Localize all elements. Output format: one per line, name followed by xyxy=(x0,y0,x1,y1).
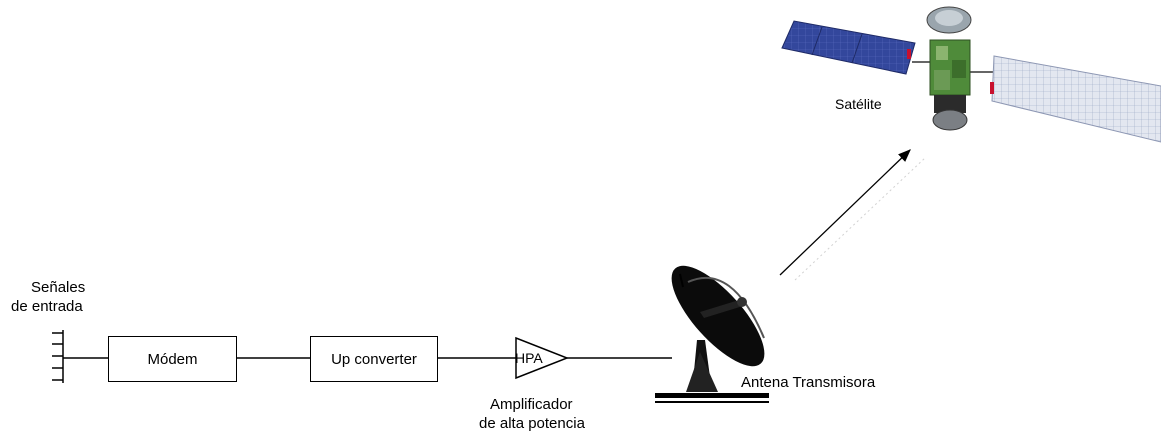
satellite-label: Satélite xyxy=(835,96,882,112)
satellite-icon xyxy=(781,6,1161,143)
hpa-triangle xyxy=(515,336,570,380)
upconverter-label: Up converter xyxy=(331,350,417,368)
uplink-arrow xyxy=(779,149,911,276)
hpa-caption: Amplificador xyxy=(490,396,573,413)
input-signals-label-line2: de entrada xyxy=(11,298,83,315)
hpa-caption-line2: de alta potencia xyxy=(479,415,585,432)
uplink-arrow-shadow xyxy=(794,157,926,281)
hpa-symbol-label: HPA xyxy=(515,350,543,366)
dish-antenna-icon xyxy=(655,265,769,403)
modem-block: Módem xyxy=(108,336,237,382)
antenna-label: Antena Transmisora xyxy=(741,374,876,391)
input-signals-label: Señales xyxy=(31,279,86,296)
input-signal-bus xyxy=(52,330,64,383)
upconverter-block: Up converter xyxy=(310,336,438,382)
modem-label: Módem xyxy=(147,350,198,368)
